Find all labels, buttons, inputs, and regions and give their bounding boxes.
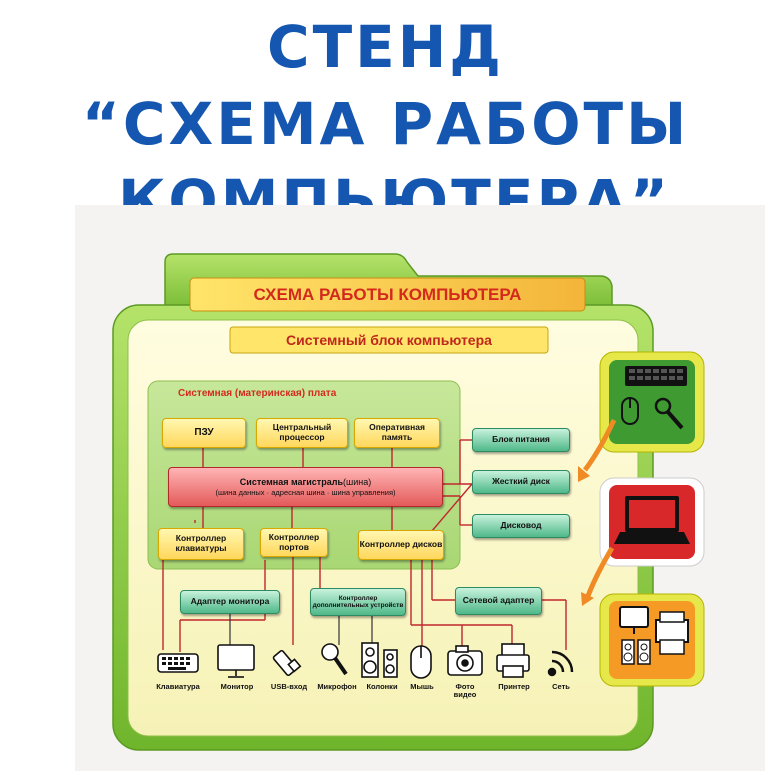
headline-line-2: “СХЕМА РАБОТЫ xyxy=(81,90,690,158)
stand-title: СХЕМА РАБОТЫ КОМПЬЮТЕРА xyxy=(253,284,522,304)
system-bus-box: Системная магистраль(шина) (шина данных … xyxy=(168,467,443,507)
power-supply-box: Блок питания xyxy=(472,428,570,452)
printer-icon xyxy=(496,643,530,678)
arrow-1 xyxy=(582,418,617,472)
device-label-camera: Фото видео xyxy=(453,682,477,700)
device-label-monitor: Монитор xyxy=(220,682,254,691)
usb-icon xyxy=(272,649,302,677)
motherboard-title: Системная (материнская) плата xyxy=(178,388,337,400)
monitor-icon xyxy=(217,644,255,678)
side-panel-input xyxy=(599,351,705,453)
device-lines xyxy=(229,614,373,645)
ports-controller-box: Контроллер портов xyxy=(260,528,328,557)
disk-controller-box: Контроллер дисков xyxy=(358,530,444,560)
arrow-2 xyxy=(585,546,615,597)
arrow-2-head xyxy=(581,592,594,606)
device-label-usb: USB-вход xyxy=(270,682,308,691)
device-label-keyboard: Клавиатура xyxy=(156,682,200,691)
rom-box: ПЗУ xyxy=(162,418,246,448)
headline-line-1: СТЕНД xyxy=(267,13,504,81)
drive-box: Дисковод xyxy=(472,514,570,538)
cpu-box: Центральный процессор xyxy=(256,418,348,448)
keyboard-icon xyxy=(157,653,199,673)
system-unit-title: Системный блок компьютера xyxy=(286,331,492,348)
device-label-printer: Принтер xyxy=(498,682,530,691)
side-panel-output xyxy=(599,593,705,687)
network-icon xyxy=(547,650,574,677)
hard-disk-box: Жесткий диск xyxy=(472,470,570,494)
system-bus-title: Системная магистраль(шина) xyxy=(239,476,372,487)
extra-controller-box: Контроллер дополнительных устройств xyxy=(310,588,406,616)
ram-box: Оперативная память xyxy=(354,418,440,448)
camera-icon xyxy=(447,645,483,676)
side-panel-display xyxy=(599,477,705,567)
title-ribbon xyxy=(189,277,586,312)
device-label-speakers: Колонки xyxy=(366,682,398,691)
device-icons xyxy=(157,642,574,679)
speakers-icon xyxy=(361,642,398,678)
device-label-microphone: Микрофон xyxy=(317,682,357,691)
mouse-icon xyxy=(410,645,432,679)
device-label-network: Сеть xyxy=(552,682,570,691)
system-bus-subtitle: (шина данных · адресная шина · шина упра… xyxy=(215,487,396,497)
system-unit-ribbon xyxy=(229,326,549,354)
arrow-1-head xyxy=(578,466,590,482)
microphone-icon xyxy=(321,643,348,676)
monitor-adapter-box: Адаптер монитора xyxy=(180,590,280,614)
keyboard-controller-box: Контроллер клавиатуры xyxy=(158,528,244,560)
device-label-mouse: Мышь xyxy=(410,682,434,691)
network-adapter-box: Сетевой адаптер xyxy=(455,587,542,615)
